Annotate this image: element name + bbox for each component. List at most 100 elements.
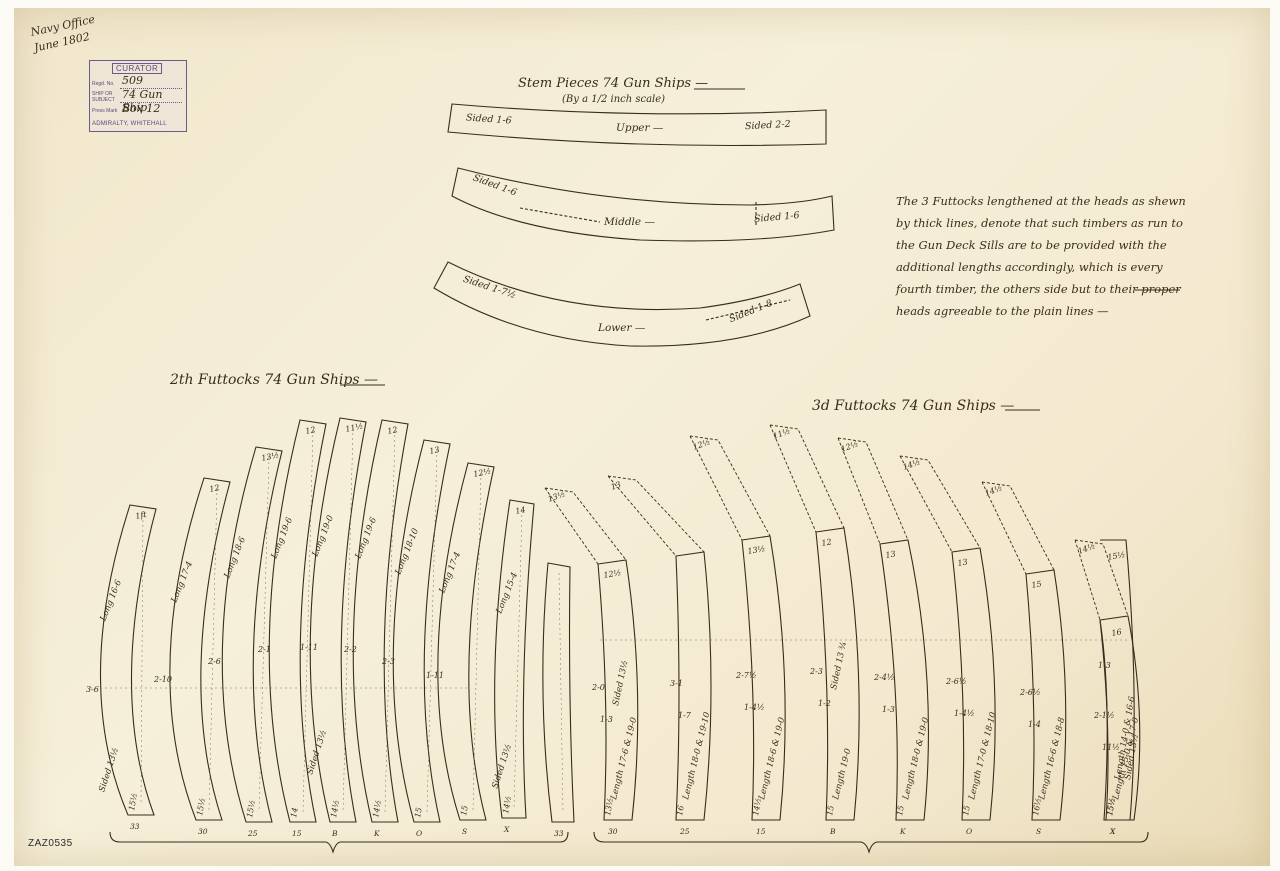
futtock-bottom-siding: 14½ bbox=[501, 795, 513, 814]
futtock-top-siding: 13 bbox=[429, 445, 441, 456]
futtock-station: 33 bbox=[130, 822, 140, 831]
stamp-footer: ADMIRALTY, WHITEHALL bbox=[92, 121, 167, 127]
futtock-centerline bbox=[513, 509, 523, 809]
futtock-centerline bbox=[384, 429, 396, 813]
futtock-bottom-siding: 14½ bbox=[371, 799, 383, 818]
futtock-station: X bbox=[1109, 827, 1116, 836]
futtock-width: 2-6½ bbox=[945, 677, 967, 686]
futtock-station: S bbox=[1036, 827, 1041, 836]
futtock-width: 2-7½ bbox=[735, 671, 757, 680]
futtock-top-siding: 11½ bbox=[345, 421, 364, 434]
futtock-bottom-siding: 15½ bbox=[245, 799, 257, 818]
third-futtock-extension bbox=[981, 481, 1055, 575]
futtock-bottom-siding: 16 bbox=[675, 805, 686, 817]
futtock-length: Long 19-6 bbox=[269, 516, 295, 562]
futtock-bottom-siding: 15 bbox=[459, 805, 470, 817]
futtock-top-siding: 11½ bbox=[772, 426, 792, 441]
stem-scarph bbox=[705, 299, 791, 321]
futtock-width: 3-1 bbox=[670, 679, 683, 688]
futtock-top-siding: 14½ bbox=[902, 457, 922, 472]
second-futtock-timber bbox=[169, 477, 231, 821]
stamp-press-value: Box 12 bbox=[122, 102, 161, 115]
futtock-width: 2-6½ bbox=[1019, 688, 1041, 697]
middle-name: Middle — bbox=[604, 216, 655, 228]
futtock-width: 1-3 bbox=[1098, 661, 1111, 670]
stem-scarph bbox=[519, 207, 601, 223]
futtock-station: O bbox=[416, 829, 422, 838]
futtock-top-siding: 12½ bbox=[692, 437, 712, 452]
futtock-width-2: 11½ bbox=[1102, 743, 1120, 752]
futtock-station: 25 bbox=[247, 829, 258, 838]
futtock-top-siding: 12½ bbox=[840, 439, 860, 454]
stem-pieces-title: Stem Pieces 74 Gun Ships — bbox=[518, 76, 709, 91]
futtock-station: O bbox=[966, 827, 972, 836]
futtock-station: 30 bbox=[608, 827, 618, 836]
futtock-sided: Sided 13½ bbox=[489, 743, 514, 790]
futtock-width: 2-3 bbox=[381, 657, 395, 666]
third-futtock-timber bbox=[741, 535, 786, 821]
futtock-bottom-siding: 15 bbox=[413, 807, 424, 819]
second-futtock-timber bbox=[392, 439, 451, 823]
second-futtock-timber bbox=[99, 504, 157, 816]
futtock-length: Length 18-0 & 19-10 bbox=[681, 711, 713, 802]
third-futtock-extension bbox=[899, 455, 981, 553]
futtock-station: S bbox=[462, 827, 467, 836]
futtock-top-siding: 14 bbox=[515, 505, 527, 516]
stem-piece-middle bbox=[451, 167, 835, 242]
futtock-length: Long 17-4 bbox=[437, 551, 463, 596]
futtock-sided: Sided 13 ¾ bbox=[828, 640, 849, 690]
futtock-station: 33 bbox=[554, 829, 564, 838]
futtock-top-siding: 12 bbox=[305, 425, 317, 436]
stamp-rule bbox=[120, 102, 182, 103]
futtock-station: 15 bbox=[292, 829, 302, 838]
futtock-station: B bbox=[829, 827, 836, 836]
futtock-inner-siding: 12½ bbox=[603, 568, 622, 580]
third-futtock-timber bbox=[1099, 539, 1135, 821]
futtock-centerline bbox=[426, 449, 438, 813]
futtock-centerline bbox=[558, 572, 564, 813]
futtock-inner-siding: 13 bbox=[957, 557, 969, 568]
note-line: heads agreeable to the plain lines — bbox=[896, 304, 1109, 318]
curator-stamp: CURATOR Regd. No. 509 SHIP OR SUBJECT 74… bbox=[89, 60, 187, 132]
futtock-sided: Sided 13½ bbox=[304, 729, 329, 776]
stamp-rule bbox=[120, 88, 182, 89]
third-futtock-timber bbox=[879, 539, 929, 821]
third-futtocks-title: 3d Futtocks 74 Gun Ships — bbox=[812, 398, 1015, 414]
futtock-bottom-siding: 15½ bbox=[127, 792, 139, 811]
futtock-top-siding: 1ft bbox=[135, 510, 149, 521]
stamp-subject-label: SHIP OR SUBJECT bbox=[92, 91, 115, 103]
futtock-bottom-siding: 15 bbox=[825, 805, 836, 817]
futtock-width: 2-2 bbox=[343, 645, 357, 654]
note-line: fourth timber, the others side but to th… bbox=[896, 282, 1181, 296]
stamp-press-label: Press Mark bbox=[92, 108, 118, 114]
note-line: by thick lines, denote that such timbers… bbox=[896, 216, 1183, 230]
futtock-station: 15 bbox=[756, 827, 766, 836]
futtock-station: 30 bbox=[198, 827, 208, 836]
second-futtocks-title: 2th Futtocks 74 Gun Ships — bbox=[170, 372, 378, 388]
futtock-width: 1-11 bbox=[300, 643, 318, 652]
futtock-width-2: 1-4 bbox=[1028, 720, 1041, 729]
futtock-bottom-siding: 15½ bbox=[195, 797, 207, 816]
construction-lines bbox=[90, 639, 1130, 689]
futtock-length: Long 18-10 bbox=[393, 527, 421, 578]
futtock-width: 2-4½ bbox=[873, 673, 895, 682]
futtock-width-2: 1-4½ bbox=[744, 703, 765, 712]
stem-piece-lower bbox=[433, 261, 811, 347]
futtock-centerline bbox=[258, 456, 270, 813]
futtock-width: 1-11 bbox=[426, 671, 444, 680]
futtock-width: 2-3 bbox=[809, 667, 823, 676]
futtock-top-siding: 15½ bbox=[1107, 550, 1126, 562]
futtock-top-siding: 12 bbox=[387, 425, 399, 436]
futtock-station: X bbox=[1109, 827, 1116, 836]
note-line: additional lengths accordingly, which is… bbox=[896, 260, 1163, 274]
futtock-station: K bbox=[373, 829, 380, 838]
futtock-inner-siding: 12 bbox=[821, 537, 833, 548]
futtock-sided: Sided 13½ bbox=[610, 659, 630, 706]
third-futtock-extension bbox=[607, 475, 705, 557]
futtock-bottom-siding: 13½ bbox=[603, 797, 615, 816]
futtock-inner-siding: 15 bbox=[1031, 579, 1043, 590]
stamp-regd-value: 509 bbox=[122, 74, 143, 87]
